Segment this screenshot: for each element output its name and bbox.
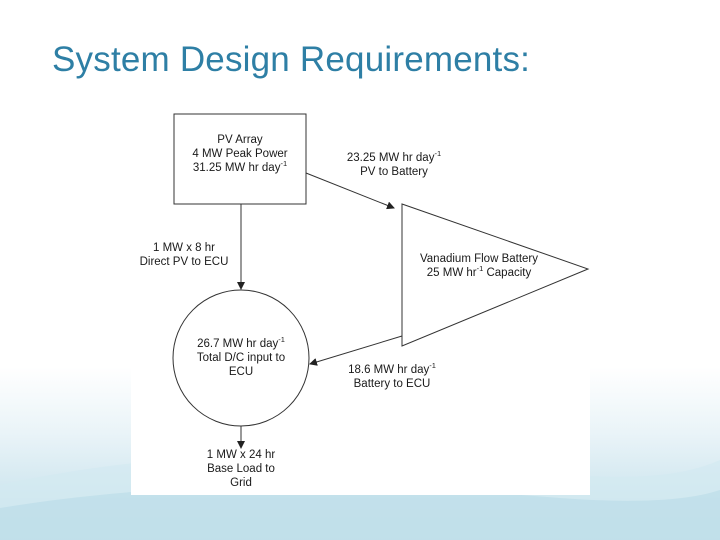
battery-name: Vanadium Flow Battery (419, 253, 539, 265)
pv-array-label: PV Array 4 MW Peak Power 31.25 MW hr day… (174, 133, 306, 175)
battery-capacity: 25 MW hr-1 Capacity (426, 264, 532, 279)
pv-array-peak-power: 4 MW Peak Power (192, 148, 288, 160)
pv-to-battery-label: 23.25 MW hr day-1 PV to Battery (336, 149, 452, 179)
battery-triangle (401, 203, 590, 347)
direct-pv-label: 1 MW x 8 hr Direct PV to ECU (131, 241, 237, 269)
pv-to-battery-caption: PV to Battery (360, 166, 428, 178)
diagram-shapes (172, 113, 590, 449)
ecu-name: ECU (228, 366, 254, 378)
pv-array-daily-energy: 31.25 MW hr day-1 (192, 159, 288, 174)
base-load-energy: 1 MW x 24 hr (206, 449, 276, 461)
battery-to-ecu-label: 18.6 MW hr day-1 Battery to ECU (334, 361, 450, 391)
pv-array-box (173, 113, 307, 205)
base-load-label: 1 MW x 24 hr Base Load to Grid (186, 448, 296, 490)
energy-flow-diagram: PV Array 4 MW Peak Power 31.25 MW hr day… (131, 113, 590, 495)
battery-to-ecu-energy: 18.6 MW hr day-1 (348, 361, 436, 376)
battery-to-ecu-caption: Battery to ECU (353, 378, 431, 390)
direct-pv-energy: 1 MW x 8 hr (153, 242, 215, 254)
ecu-caption: Total D/C input to (196, 352, 286, 364)
battery-label: Vanadium Flow Battery 25 MW hr-1 Capacit… (403, 252, 555, 280)
arrow-pv-to-battery (305, 172, 395, 210)
ecu-daily-energy: 26.7 MW hr day-1 (197, 335, 285, 350)
base-load-target: Grid (230, 477, 252, 489)
slide-title: System Design Requirements: (52, 40, 531, 79)
arrow-battery-to-ecu (309, 335, 403, 366)
pv-to-battery-energy: 23.25 MW hr day-1 (346, 149, 442, 164)
direct-pv-caption: Direct PV to ECU (139, 256, 229, 268)
ecu-label: 26.7 MW hr day-1 Total D/C input to ECU (173, 335, 309, 379)
pv-array-name: PV Array (217, 134, 263, 146)
base-load-caption: Base Load to (207, 463, 275, 475)
